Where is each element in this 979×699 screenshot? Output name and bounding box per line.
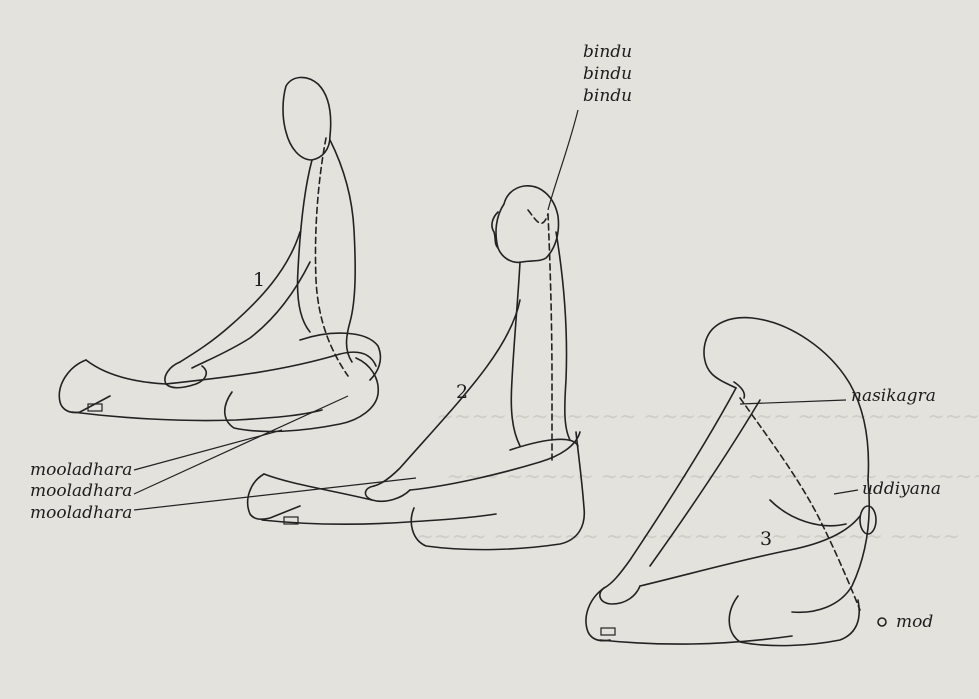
figure-1-back <box>330 140 355 362</box>
mooladhara-label-3: mooladhara <box>30 503 132 523</box>
figure-1-folded-leg <box>225 358 379 431</box>
mooladhara-leader-3 <box>134 478 416 510</box>
figure-1-arm <box>180 232 300 362</box>
figure-2-hand <box>365 486 410 501</box>
bleed-through-text: ~~~~ ~~~~~ ~~~ ~~~~~~~ ~~~~~~ ~~~~ ~~~~~… <box>416 405 979 549</box>
figure-3-number: 3 <box>760 528 772 550</box>
figure-3-folded-leg <box>729 596 859 646</box>
bindu-label-2: bindu <box>583 64 632 84</box>
svg-text:~~~~ ~~~~~ ~~~ ~~~~~~~ ~~~~~~: ~~~~ ~~~~~ ~~~ ~~~~~~~ ~~~~~~ ~~~~ <box>416 525 960 549</box>
figure-2-head-line <box>528 210 548 223</box>
bindu-label-1: bindu <box>583 42 632 62</box>
mod-label: mod <box>896 612 933 632</box>
figure-1-drawing <box>59 77 380 431</box>
figure-2-leg-bottom <box>262 514 496 524</box>
bindu-label-3: bindu <box>583 86 632 106</box>
figure-1-arm-inner <box>192 262 310 368</box>
figure-2-drawing <box>248 186 585 550</box>
figure-3-foot <box>586 588 610 641</box>
figure-3-hand <box>600 586 640 604</box>
figure-1-shin <box>86 360 166 384</box>
figure-1-leg-top <box>166 352 376 384</box>
figure-3-belly <box>770 500 846 526</box>
figure-1-number: 1 <box>253 269 265 291</box>
nasikagra-leader <box>740 400 846 404</box>
figure-3-toe-mark <box>601 628 615 635</box>
figure-1-leg-bottom <box>72 410 322 421</box>
bindu-leader <box>548 110 578 210</box>
figure-2-number: 2 <box>456 381 468 403</box>
mooladhara-label-2: mooladhara <box>30 481 132 501</box>
uddiyana-leader <box>834 490 858 494</box>
svg-text:~~~ ~~~~~~~ ~~~~ ~~~~ ~~~~~~~: ~~~ ~~~~~~~ ~~~~ ~~~~ ~~~~~~~ ~~~~ <box>436 405 979 429</box>
mooladhara-label-1: mooladhara <box>30 460 132 480</box>
figure-3-mod-point <box>878 618 886 626</box>
figure-3-face <box>704 340 736 388</box>
figure-3-leg-bottom <box>600 636 792 644</box>
figure-2-arm <box>374 300 520 486</box>
figure-2-shin <box>264 474 372 500</box>
mooladhara-leader-2 <box>134 396 348 494</box>
uddiyana-label: uddiyana <box>862 479 941 499</box>
figure-1-chest <box>298 160 313 332</box>
nasikagra-label: nasikagra <box>851 386 936 406</box>
